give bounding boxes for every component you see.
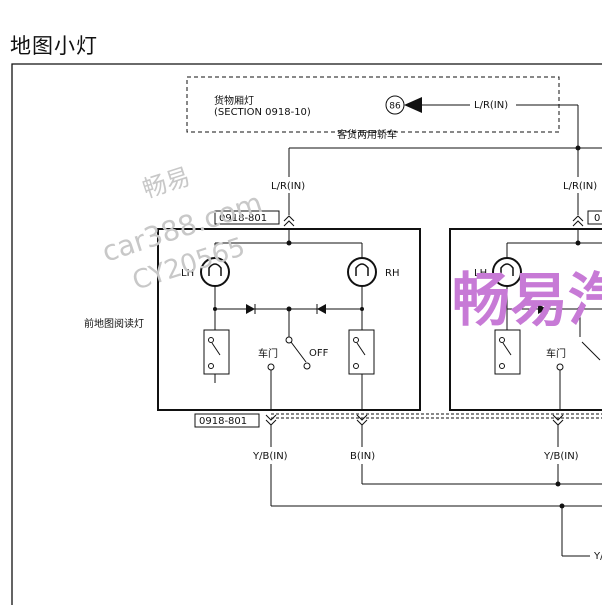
junction-dot	[559, 503, 565, 509]
wire-label-top-feed: L/R(IN)	[474, 100, 508, 111]
page-title: 地图小灯	[10, 34, 98, 58]
connector-chevron-icon	[572, 215, 584, 227]
bulb-filament	[355, 263, 369, 276]
connector-chevron-icon	[356, 414, 368, 426]
diode-icon	[246, 304, 255, 314]
switch-contact	[556, 363, 564, 371]
diagram-frame	[11, 63, 602, 605]
wire-label-left-feed: L/R(IN)	[271, 181, 305, 192]
switch-contact	[267, 363, 275, 371]
door-switch-right	[348, 329, 375, 375]
switch-contact	[285, 336, 293, 344]
switch-contact	[208, 363, 214, 369]
arrow-left-icon	[404, 97, 422, 113]
cargo-lamp-section: (SECTION 0918-10)	[214, 107, 311, 118]
connector-id-top-left: 0918-801	[219, 213, 267, 224]
bulb-filament	[208, 263, 222, 276]
cargo-lamp-variant: 客货两用轿车	[337, 128, 397, 141]
switch-contact	[353, 363, 359, 369]
door-switch-left	[203, 329, 230, 375]
connector-tag-top-right	[587, 210, 602, 225]
switch-blade	[211, 342, 221, 356]
rh-label: RH	[385, 268, 399, 279]
junction-dot	[555, 481, 561, 487]
wire-label-left-out-b: B(IN)	[350, 451, 375, 462]
cargo-lamp-name: 货物厢灯	[214, 94, 254, 107]
connector-id-bottom-left: 0918-801	[199, 416, 247, 427]
right-lh-label: LH	[474, 268, 487, 279]
bulb-rh-icon	[347, 257, 377, 287]
right-lamp-unit	[449, 228, 602, 411]
switch-contact	[353, 337, 359, 343]
connector-tag-bottom-left	[194, 413, 260, 428]
connector-chevron-icon	[265, 414, 277, 426]
switch-blade	[356, 342, 366, 356]
switch-contact	[499, 337, 505, 343]
bulb-filament	[500, 263, 514, 276]
diode-icon	[538, 304, 547, 314]
door-label: 车门	[258, 347, 278, 360]
switch-blade	[290, 341, 307, 363]
wire-label-left-out-a: Y/B(IN)	[252, 451, 288, 462]
wire-label-right-out-a: Y/B(IN)	[543, 451, 579, 462]
ref-number: 86	[389, 102, 401, 112]
switch-blade	[581, 341, 601, 361]
switch-blade	[502, 342, 512, 356]
watermark-text: 畅易	[139, 162, 193, 203]
lamp-unit-name: 前地图阅读灯	[84, 317, 144, 330]
switch-contact	[303, 362, 311, 370]
connector-chevron-icon	[283, 215, 295, 227]
switch-contact	[499, 363, 505, 369]
diode-icon	[317, 304, 326, 314]
lh-label: LH	[181, 268, 194, 279]
off-label: OFF	[309, 348, 329, 359]
switch-contact	[208, 337, 214, 343]
wire-label-bottom-right: Y/	[593, 551, 602, 562]
right-door-label: 车门	[546, 347, 566, 360]
wire-label-right-feed: L/R(IN)	[563, 181, 597, 192]
connector-tag-top-left	[214, 210, 280, 225]
door-switch-right-unit	[494, 329, 521, 375]
connector-chevron-icon	[552, 414, 564, 426]
connector-id-top-right: 0	[594, 213, 600, 224]
watermark-purple: 畅易汽	[452, 266, 602, 334]
